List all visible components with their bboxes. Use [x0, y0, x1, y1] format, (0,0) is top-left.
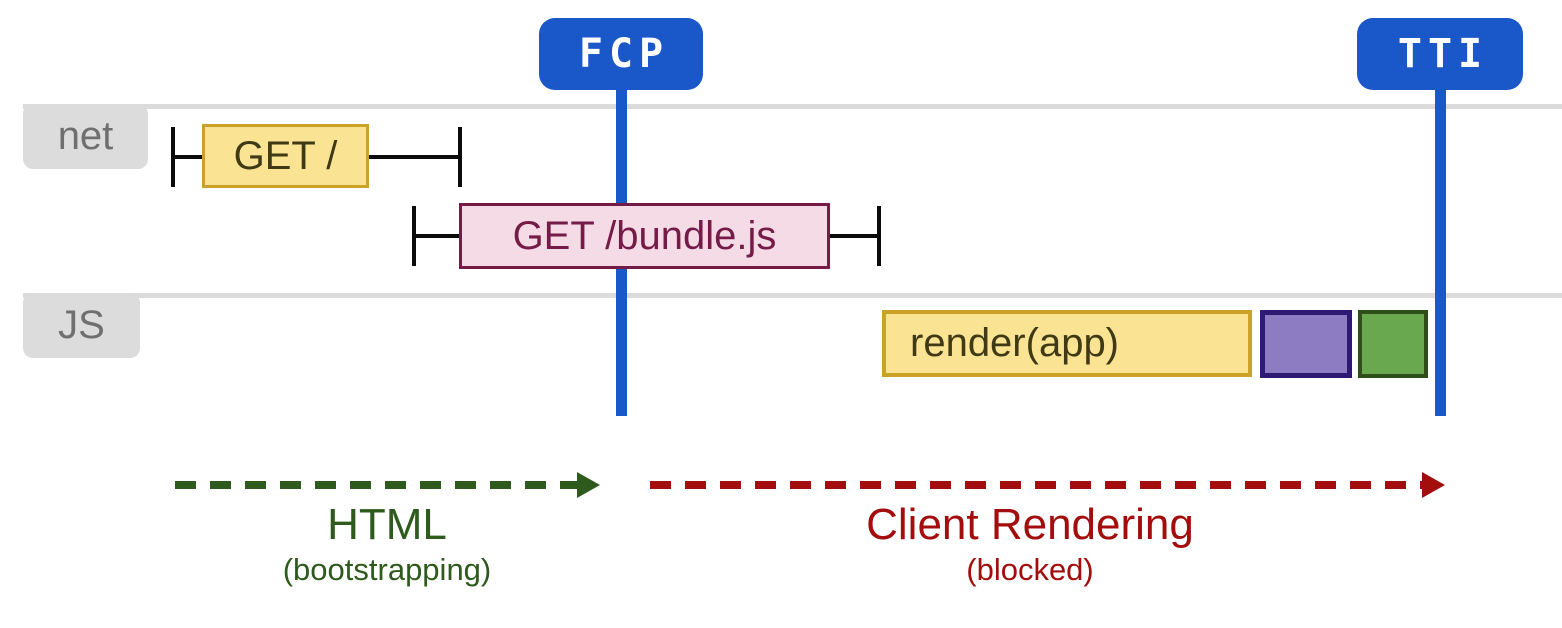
render-app-task-box: render(app)	[882, 310, 1252, 377]
client-rendering-phase-arrow-dashes	[650, 481, 1429, 489]
js-lane-line	[23, 293, 1562, 298]
js-lane-label-text: JS	[58, 303, 105, 347]
get-bundle-left-whisker-cap	[412, 206, 416, 266]
get-bundle-request-box: GET /bundle.js	[459, 203, 830, 269]
get-root-left-whisker-cap	[171, 127, 175, 187]
tti-marker-badge: TTI	[1357, 18, 1523, 90]
html-phase-title: HTML	[327, 500, 447, 549]
html-phase-caption: HTML (bootstrapping)	[137, 500, 637, 590]
get-bundle-right-whisker-line	[830, 234, 877, 238]
html-phase-subtitle: (bootstrapping)	[282, 552, 492, 587]
purple-task-box	[1260, 310, 1352, 378]
get-root-right-whisker-line	[369, 155, 458, 159]
js-lane-label: JS	[23, 293, 140, 358]
green-task-box	[1358, 310, 1428, 378]
tti-timeline-line	[1435, 90, 1446, 416]
get-bundle-request-label: GET /bundle.js	[512, 213, 777, 258]
get-root-left-whisker-line	[175, 155, 202, 159]
tti-marker-label: TTI	[1397, 31, 1489, 77]
arrowhead-icon	[577, 472, 600, 498]
net-lane-label: net	[23, 104, 148, 169]
get-root-request-label: GET /	[233, 133, 338, 178]
client-rendering-phase-arrow	[650, 472, 1445, 498]
client-rendering-phase-caption: Client Rendering (blocked)	[780, 500, 1280, 590]
fcp-marker-badge: FCP	[539, 18, 703, 90]
html-phase-arrow-dashes	[175, 481, 584, 489]
get-root-request-box: GET /	[202, 124, 369, 188]
html-phase-arrow	[175, 472, 600, 498]
render-app-task-label: render(app)	[910, 321, 1120, 365]
get-root-right-whisker-cap	[458, 127, 462, 187]
net-lane-label-text: net	[57, 114, 114, 158]
fcp-marker-label: FCP	[578, 31, 670, 77]
net-lane-line	[23, 104, 1562, 109]
get-bundle-left-whisker-line	[416, 234, 459, 238]
client-rendering-phase-subtitle: (blocked)	[966, 552, 1094, 587]
arrowhead-icon	[1422, 472, 1445, 498]
client-rendering-phase-title: Client Rendering	[866, 500, 1194, 549]
get-bundle-right-whisker-cap	[877, 206, 881, 266]
